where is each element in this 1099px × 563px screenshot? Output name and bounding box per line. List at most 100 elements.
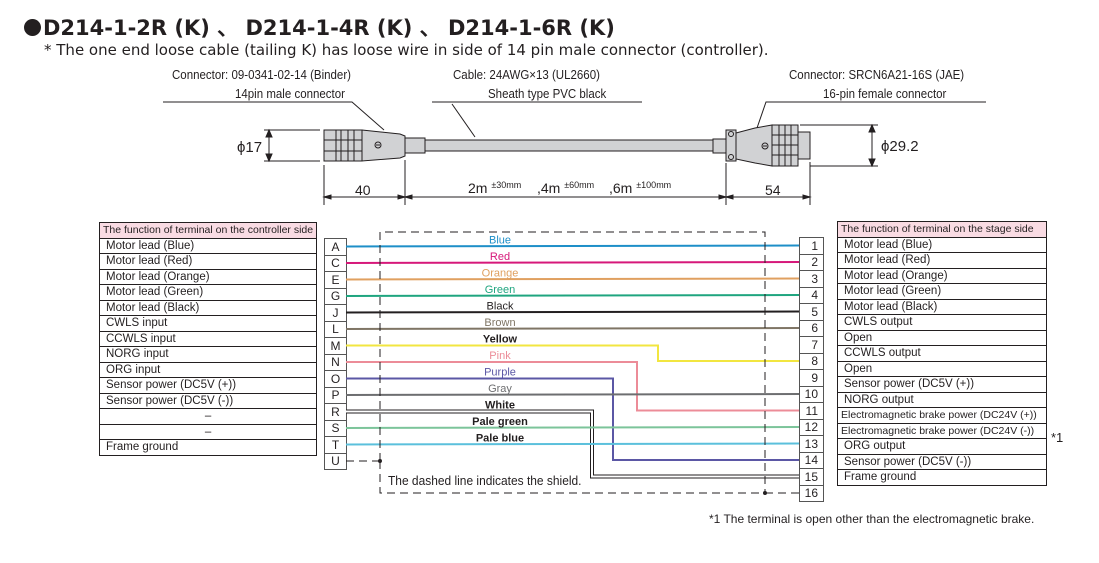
brake-note-marker: *1 [1051, 430, 1064, 445]
controller-function-table: The function of terminal on the controll… [98, 222, 318, 456]
stage-function: CWLS output [837, 314, 1047, 331]
right-connector-shape [712, 124, 811, 167]
wire-pink [346, 361, 799, 412]
length-value: 2m [468, 180, 488, 196]
wire-label: Yellow [483, 334, 518, 346]
table-row: Frame ground [837, 469, 1047, 486]
wire-pale-blue [345, 442, 800, 446]
controller-pin: L [324, 320, 347, 338]
wire-red [345, 261, 800, 264]
left-connector-label: Connector: 09-0341-02-14 (Binder) [172, 68, 351, 82]
left-connector-shape [323, 129, 426, 162]
table-row: Motor lead (Orange) [98, 268, 318, 285]
stage-function: Open [837, 329, 1047, 346]
table-row: Motor lead (Black) [98, 299, 318, 316]
wire-blue [345, 244, 800, 248]
right-connector-type: 16-pin female connector [823, 87, 947, 101]
stage-pin: 15 [799, 468, 824, 486]
pin-row: L [324, 320, 347, 338]
controller-function: Motor lead (Orange) [98, 268, 318, 285]
pin-row: C [324, 254, 347, 272]
pin-row: 14 [799, 451, 824, 469]
stage-pin: 14 [799, 451, 824, 469]
stage-pin: 12 [799, 418, 824, 436]
cable-sheath-label: Sheath type PVC black [488, 87, 607, 101]
shield-junction-left [378, 459, 382, 463]
controller-pin: C [324, 254, 347, 272]
stage-function: CCWLS output [837, 345, 1047, 362]
pin-row: 8 [799, 352, 824, 370]
wire-label: Blue [489, 235, 511, 247]
wire-gray [345, 393, 800, 396]
wire-orange [345, 277, 800, 281]
wire-label: Pink [489, 350, 511, 362]
wire-label: Pale blue [476, 433, 524, 445]
wire-label: Black [487, 301, 514, 313]
stage-table-header: The function of terminal on the stage si… [837, 221, 1047, 238]
shield-outline [379, 231, 766, 493]
wire-label: Purple [484, 367, 516, 379]
bullet-icon [24, 19, 41, 36]
controller-function: Sensor power (DC5V (+)) [98, 377, 318, 394]
length-value: ,4m [537, 180, 561, 196]
shield-outline-bottom [379, 461, 765, 494]
controller-function: Motor lead (Black) [98, 299, 318, 316]
right-diameter: ϕ29.2 [881, 138, 919, 155]
wire-label: Green [485, 284, 516, 296]
wire-label: Pale green [472, 416, 528, 428]
shield-note: The dashed line indicates the shield. [388, 473, 582, 488]
pin-row: T [324, 436, 347, 454]
stage-pin: 16 [799, 484, 824, 502]
wire-label: Red [490, 251, 510, 263]
wire-label: Orange [482, 268, 519, 280]
controller-function: Sensor power (DC5V (-)) [98, 392, 318, 409]
right-connector-leader [756, 101, 986, 129]
left-connector-length: 40 [355, 182, 371, 198]
footnote: *1 The terminal is open other than the e… [709, 512, 1035, 526]
subtitle: * The one end loose cable (tailing K) ha… [44, 41, 769, 59]
wire-label: Gray [488, 383, 512, 395]
wire-green [345, 294, 800, 297]
cable-length-2m: 2m ±30mm [468, 180, 521, 196]
wire-brown [345, 327, 800, 330]
pin-row: 15 [799, 468, 824, 486]
cable-length-4m: ,4m ±60mm [537, 180, 594, 196]
table-row: Frame ground [98, 439, 318, 456]
table-row: Open [837, 329, 1047, 346]
left-connector-type: 14pin male connector [235, 87, 345, 101]
pin-row: 16 [799, 484, 824, 502]
wire-pale-green [345, 426, 800, 429]
wire-yellow [346, 344, 799, 362]
table-row: Motor lead (Black) [837, 298, 1047, 315]
pin-row: 12 [799, 418, 824, 436]
right-connector-length: 54 [765, 182, 781, 198]
page-title: D214-1-2R (K) 、 D214-1-4R (K) 、 D214-1-6… [24, 12, 615, 42]
right-connector-label: Connector: SRCN6A21-16S (JAE) [789, 68, 965, 82]
table-row: Sensor power (DC5V (-)) [98, 392, 318, 409]
table-row: Sensor power (DC5V (+)) [98, 377, 318, 394]
length-value: ,6m [609, 180, 633, 196]
cable-leader-arrow [451, 103, 476, 138]
stage-function: Motor lead (Black) [837, 298, 1047, 315]
length-tolerance: ±100mm [636, 180, 672, 190]
table-row: Motor lead (Blue) [98, 237, 318, 254]
stage-pin: 8 [799, 352, 824, 370]
cable-spec-label: Cable: 24AWG×13 (UL2660) [453, 68, 600, 82]
controller-function: Motor lead (Blue) [98, 237, 318, 254]
table-row: Motor lead (Blue) [837, 236, 1047, 253]
length-tolerance: ±30mm [491, 180, 522, 190]
wire-label: White [485, 400, 515, 412]
stage-function: Frame ground [837, 469, 1047, 486]
controller-pin: T [324, 436, 347, 454]
left-diameter: ϕ17 [237, 139, 263, 156]
title-text: D214-1-2R (K) 、 D214-1-4R (K) 、 D214-1-6… [43, 16, 615, 40]
shield-junction-right [763, 491, 767, 495]
controller-function: Frame ground [98, 439, 318, 456]
wire-label: Brown [484, 317, 515, 329]
wire-black [345, 310, 800, 314]
stage-function-table: The function of terminal on the stage si… [837, 221, 1047, 486]
